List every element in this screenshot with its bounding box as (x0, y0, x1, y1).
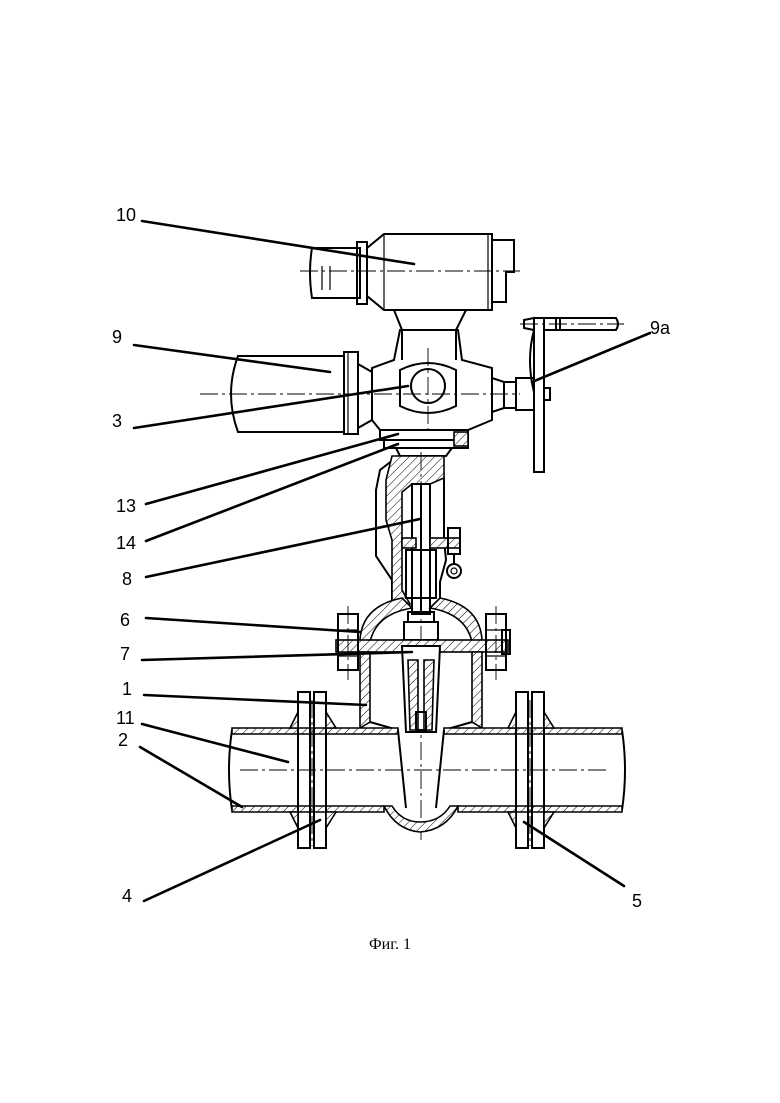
figure-caption: Фиг. 1 (0, 936, 780, 954)
callout-8: 8 (122, 569, 132, 589)
callout-5: 5 (632, 891, 642, 911)
callout-4: 4 (122, 886, 132, 906)
gearbox-housing (372, 330, 492, 430)
leader-4 (144, 820, 320, 901)
callout-1: 1 (122, 679, 132, 699)
leader-1 (144, 695, 366, 705)
callout-6: 6 (120, 610, 130, 630)
callout-7: 7 (120, 644, 130, 664)
leader-9a (532, 333, 650, 382)
valve-body (360, 646, 482, 732)
leader-9 (134, 345, 330, 372)
leader-5 (524, 822, 624, 886)
callout-9a: 9а (650, 318, 671, 338)
actuator-motor (300, 234, 520, 310)
callout-2: 2 (118, 730, 128, 750)
leader-2 (140, 747, 242, 807)
motor-neck (394, 310, 466, 360)
callout-3: 3 (112, 411, 122, 431)
leader-8 (146, 519, 420, 577)
leader-6 (146, 618, 360, 632)
callout-10: 10 (116, 205, 136, 225)
callout-9: 9 (112, 327, 122, 347)
callout-11: 11 (116, 708, 135, 728)
handwheel (492, 318, 624, 472)
leader-7 (142, 652, 412, 660)
coupling-flange (380, 430, 468, 456)
leader-3 (134, 386, 408, 428)
callout-13: 13 (116, 496, 136, 516)
callout-14: 14 (116, 533, 136, 553)
